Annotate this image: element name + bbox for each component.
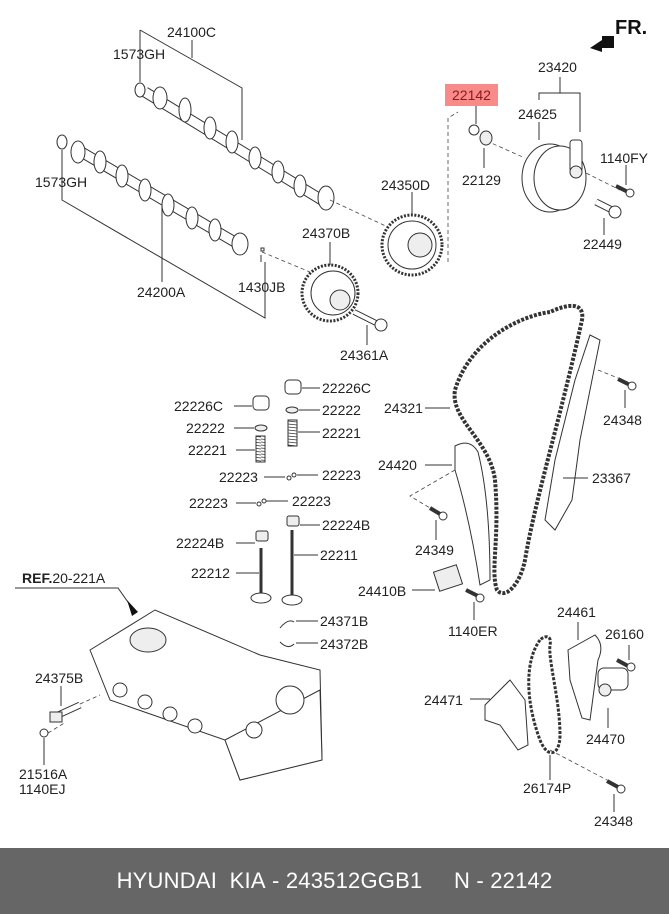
part-label[interactable]: 24349 bbox=[415, 542, 454, 558]
guide-23367 bbox=[544, 334, 601, 531]
part-label[interactable]: 21516A bbox=[19, 766, 68, 782]
part-label[interactable]: 22226C bbox=[322, 380, 372, 396]
reference-label[interactable]: REF.20-221A bbox=[22, 570, 105, 586]
timing-chain-24321 bbox=[452, 303, 585, 596]
cam-sprocket-24370B bbox=[300, 263, 360, 323]
part-label[interactable]: 26174P bbox=[523, 780, 572, 796]
part-label[interactable]: 24200A bbox=[137, 284, 186, 300]
part-label[interactable]: 24625 bbox=[518, 106, 557, 122]
guide-24461 bbox=[567, 634, 602, 721]
footer-n-value: 22142 bbox=[490, 868, 553, 893]
part-label[interactable]: 22224B bbox=[176, 535, 225, 551]
part-label[interactable]: 1430JB bbox=[238, 279, 286, 295]
part-label[interactable]: 24361A bbox=[340, 347, 389, 363]
ocv-24375B bbox=[49, 701, 82, 723]
reference-code: 20-221A bbox=[52, 570, 106, 586]
part-label[interactable]: 22224B bbox=[322, 517, 371, 533]
part-label[interactable]: 1140EJ bbox=[19, 781, 66, 797]
cylinder-head bbox=[89, 609, 323, 781]
diagram-drawing bbox=[15, 29, 637, 812]
part-label[interactable]: 23367 bbox=[592, 470, 631, 486]
tensioner-24410B bbox=[432, 564, 464, 592]
part-label[interactable]: 24372B bbox=[320, 636, 369, 652]
bolt-1140ER bbox=[465, 588, 479, 598]
leader-line bbox=[139, 29, 243, 140]
camshaft-upper bbox=[134, 82, 335, 211]
part-label[interactable]: 24350D bbox=[381, 177, 431, 193]
camshaft-lower bbox=[56, 134, 265, 256]
part-label[interactable]: 22223 bbox=[292, 493, 331, 509]
footer-part-number: 243512GGB1 bbox=[285, 868, 423, 893]
part-label[interactable]: 24348 bbox=[603, 412, 642, 428]
part-label[interactable]: 1573GH bbox=[113, 46, 166, 62]
bolt-24348-lower bbox=[606, 779, 619, 789]
part-label[interactable]: 26160 bbox=[605, 626, 644, 642]
front-indicator-label: FR. bbox=[615, 17, 648, 39]
part-label[interactable]: 24461 bbox=[557, 604, 596, 620]
part-label[interactable]: 22226C bbox=[174, 398, 224, 414]
part-label[interactable]: 23420 bbox=[538, 59, 577, 75]
tensioner-arm-24420 bbox=[454, 442, 491, 586]
bolt-1140FY bbox=[615, 184, 635, 198]
part-label[interactable]: 1140ER bbox=[448, 623, 498, 639]
part-label[interactable]: 22129 bbox=[462, 172, 501, 188]
valve-train bbox=[234, 379, 320, 648]
bolt-21516A bbox=[39, 728, 49, 738]
part-label[interactable]: 22222 bbox=[186, 420, 225, 436]
part-label[interactable]: 22449 bbox=[583, 236, 622, 252]
oil-pump-tensioner-24470 bbox=[597, 667, 629, 697]
oil-pump-chain-26174P bbox=[527, 635, 562, 754]
part-label[interactable]: 24410B bbox=[358, 583, 407, 599]
part-label[interactable]: 24471 bbox=[424, 692, 463, 708]
footer-brand: HYUNDAI KIA bbox=[116, 868, 266, 893]
part-label[interactable]: 22211 bbox=[320, 547, 358, 563]
footer-separator: - bbox=[470, 868, 491, 893]
part-label[interactable]: 22223 bbox=[189, 495, 228, 511]
bolt-24361A bbox=[352, 309, 388, 332]
part-label[interactable]: 24420 bbox=[378, 457, 417, 473]
part-label[interactable]: 24100C bbox=[167, 24, 217, 40]
part-label[interactable]: 22223 bbox=[219, 469, 258, 485]
front-arrow-icon bbox=[590, 36, 614, 52]
part-label[interactable]: 22221 bbox=[188, 442, 227, 458]
part-label[interactable]: 22223 bbox=[322, 467, 361, 483]
part-label[interactable]: 24321 bbox=[384, 400, 423, 416]
part-label[interactable]: 1573GH bbox=[35, 174, 88, 190]
bolt-24349 bbox=[428, 506, 442, 516]
part-label[interactable]: 24375B bbox=[35, 670, 84, 686]
parts-diagram: FR. 24100C 1573GH 1573GH 24200A 1430JB 2… bbox=[15, 17, 648, 829]
part-label[interactable]: 1140FY bbox=[600, 150, 648, 166]
part-label-highlighted[interactable]: 22142 bbox=[445, 84, 498, 106]
bolt-26160 bbox=[616, 658, 629, 668]
part-label[interactable]: 22221 bbox=[322, 425, 361, 441]
part-label[interactable]: 24370B bbox=[302, 225, 351, 241]
seal-22142 bbox=[468, 124, 480, 136]
part-label[interactable]: 24371B bbox=[320, 613, 369, 629]
part-label[interactable]: 22222 bbox=[322, 402, 361, 418]
cam-sprocket-24350D bbox=[380, 213, 444, 277]
footer-gap bbox=[422, 868, 454, 894]
leader-line bbox=[61, 150, 266, 319]
footer-separator: - bbox=[265, 868, 286, 893]
footer-n-prefix: N bbox=[453, 868, 471, 893]
part-label[interactable]: 22212 bbox=[191, 565, 230, 581]
bolt-22449 bbox=[594, 198, 622, 219]
coupling-22129 bbox=[479, 130, 493, 146]
vacuum-pump-23420 bbox=[521, 139, 587, 213]
part-label[interactable]: 24470 bbox=[586, 731, 625, 747]
reference-prefix: REF. bbox=[22, 570, 53, 586]
part-info-footer: HYUNDAI KIA - 243512GGB1 N - 22142 bbox=[0, 848, 669, 914]
guide-24471 bbox=[484, 679, 529, 751]
part-label[interactable]: 24348 bbox=[594, 813, 633, 829]
